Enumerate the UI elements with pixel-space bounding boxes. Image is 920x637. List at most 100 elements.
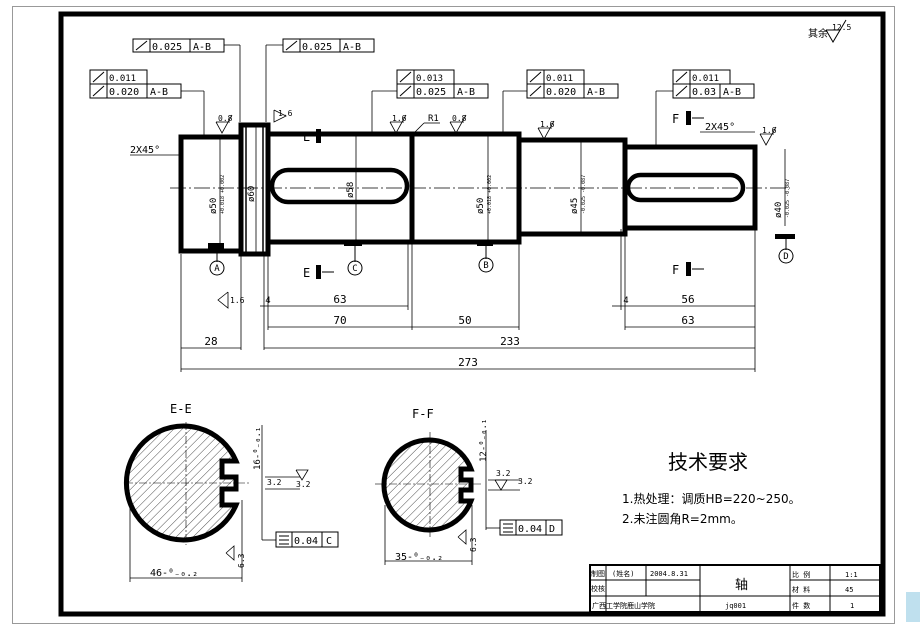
tb-material-value: 45 xyxy=(845,586,853,594)
outer-frame xyxy=(12,6,895,624)
rough-08a: 0.8 xyxy=(218,114,233,123)
tb-material-label: 材 料 xyxy=(792,585,810,594)
dim-273: 273 xyxy=(458,356,478,369)
diameter-b-tol: +0.018 +0.002 xyxy=(487,175,493,214)
dim-70: 70 xyxy=(333,314,346,327)
fcf-top2-datum: A-B xyxy=(343,42,361,53)
section-ff-sym-value: 0.04 xyxy=(518,524,542,535)
fcf-c-run-datum-box xyxy=(453,83,489,99)
tech-line-2: 2.未注圆角R=2mm。 xyxy=(622,511,743,526)
roughness-icon xyxy=(494,479,508,491)
section-markers xyxy=(316,111,704,279)
length-dim-lines xyxy=(180,229,756,372)
section-f-bottom: F xyxy=(672,263,679,277)
datum-markers xyxy=(208,234,795,276)
sym-datum-box xyxy=(545,519,563,536)
rough-32c: 3.2 xyxy=(496,469,511,478)
section-ff-depth: 12-⁰₋₀.₁ xyxy=(479,419,489,462)
section-ee-title: E-E xyxy=(170,402,192,416)
fcf-c-flat-value: 0.013 xyxy=(416,74,443,84)
fcf-d-run-datum: A-B xyxy=(723,87,741,98)
tb-qty-value: 1 xyxy=(850,602,854,610)
side-scroll-button[interactable] xyxy=(906,592,920,622)
sym-datum-box xyxy=(321,531,339,548)
fcf-a-flat-value: 0.011 xyxy=(109,74,136,84)
section-ff-sym-datum: D xyxy=(549,524,555,535)
dim-233: 233 xyxy=(500,335,520,348)
rough-16e: 1.6 xyxy=(230,296,245,305)
section-ee-sym-value: 0.04 xyxy=(294,536,318,547)
section-e-top: E xyxy=(303,130,310,144)
roughness-symbol-icon xyxy=(825,19,847,43)
fcf-c-run-datum: A-B xyxy=(457,87,475,98)
tb-scale-value: 1:1 xyxy=(845,571,858,579)
rough-32b: 3.2 xyxy=(296,480,311,489)
fcf-d-run-datum-box xyxy=(719,83,755,99)
diameter-dim-lines xyxy=(219,127,786,252)
section-f-top: F xyxy=(672,112,679,126)
dim-56: 56 xyxy=(681,293,694,306)
rough-08b: 0.8 xyxy=(452,114,467,123)
tb-draw-label: 制图 xyxy=(591,569,605,578)
section-e-bottom: E xyxy=(303,266,310,280)
rough-16c: 1.6 xyxy=(540,120,555,129)
tech-line-1: 1.热处理：调质HB=220~250。 xyxy=(622,492,801,506)
fcf-top1-datum: A-B xyxy=(193,42,211,53)
dim-63b: 63 xyxy=(681,314,694,327)
section-ee-dims xyxy=(129,425,300,582)
tb-draw-name: (姓名) xyxy=(612,569,634,578)
diameter-b: ø50 xyxy=(476,198,486,214)
section-ff-title: F-F xyxy=(412,407,434,421)
rough-16b: 1.6 xyxy=(278,109,293,118)
cylindricity-icon xyxy=(92,71,105,83)
diameter-a: ø50 xyxy=(209,198,219,214)
fcf-top1-datum-box xyxy=(189,38,225,53)
fcf-top2-value: 0.025 xyxy=(302,42,332,53)
section-ee-width: 46-⁰₋₀.₂ xyxy=(150,568,198,579)
chamfer-left: 2X45° xyxy=(130,145,160,156)
rough-32d: 3.2 xyxy=(518,477,533,486)
diameter-c: ø58 xyxy=(346,182,356,198)
dim-28: 28 xyxy=(204,335,217,348)
dim-4a: 4 xyxy=(265,296,270,306)
fcf-b-flat-value: 0.011 xyxy=(546,74,573,84)
fcf-leaders xyxy=(181,44,673,145)
runout-icon xyxy=(529,85,542,97)
fcf-top2-datum-box xyxy=(339,38,375,53)
tb-part-name: 轴 xyxy=(735,578,748,593)
datum-a: A xyxy=(214,264,220,274)
cylindricity-icon xyxy=(675,71,688,83)
fillet-label: R1 xyxy=(428,114,439,124)
section-ee-sym-datum: C xyxy=(326,536,332,547)
tb-school: 广西工学院鹿山学院 xyxy=(592,601,655,610)
keyway-e xyxy=(269,167,410,205)
section-ff-profile xyxy=(381,437,475,533)
tb-draw-date: 2004.8.31 xyxy=(650,570,688,578)
rough-63a: 6.3 xyxy=(237,553,246,568)
datum-b: B xyxy=(483,261,488,271)
diameter-45-tol: -0.025 -0.087 xyxy=(581,175,587,214)
datum-d: D xyxy=(783,252,788,262)
datum-c: C xyxy=(352,264,357,274)
fcf-d-flat-value: 0.011 xyxy=(692,74,719,84)
tb-scale-label: 比 例 xyxy=(792,570,810,579)
fcf-b-run-datum-box xyxy=(583,83,619,99)
runout-icon xyxy=(675,85,688,97)
dim-50: 50 xyxy=(458,314,471,327)
tb-drawing-number: jq001 xyxy=(725,602,746,610)
title-block xyxy=(589,564,881,613)
runout-icon xyxy=(285,40,298,51)
diameter-45: ø45 xyxy=(570,198,580,214)
diameter-collar: ø60 xyxy=(247,186,257,202)
fcf-b-run-value: 0.020 xyxy=(546,87,576,98)
fcf-top1-value: 0.025 xyxy=(152,42,182,53)
section-ee-depth: 16-⁰₋₀.₁ xyxy=(253,427,263,470)
dim-63a: 63 xyxy=(333,293,346,306)
tech-title: 技术要求 xyxy=(668,450,748,474)
runout-icon xyxy=(92,85,105,97)
keyway-f xyxy=(625,172,746,203)
diameter-d: ø40 xyxy=(774,202,784,218)
diameter-a-tol: +0.018 +0.002 xyxy=(220,175,226,214)
